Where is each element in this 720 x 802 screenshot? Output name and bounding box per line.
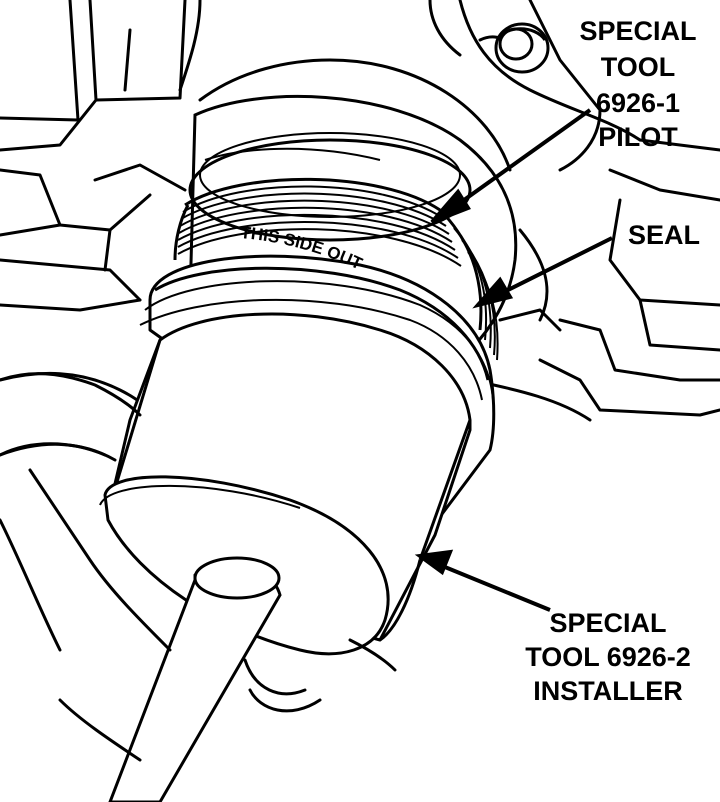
pilot-callout: SPECIAL TOOL 6926-1 PILOT: [579, 16, 696, 152]
pilot-arrow: [430, 108, 592, 224]
pilot-label-line-1: SPECIAL: [579, 16, 696, 46]
seal-ring: [173, 177, 499, 361]
leader-arrows: [414, 108, 613, 612]
bolt-head: [494, 22, 550, 74]
installer-callout: SPECIAL TOOL 6926-2 INSTALLER: [525, 608, 691, 706]
hand: [0, 372, 397, 762]
installer-label-line-1: SPECIAL: [549, 608, 666, 638]
seal-arrow: [472, 236, 613, 309]
seal-label: SEAL: [628, 220, 700, 250]
installer-arrow: [414, 549, 551, 612]
pilot-label-line-3: 6926-1: [596, 88, 680, 118]
installer-label-line-3: INSTALLER: [533, 676, 683, 706]
transmission-housing: [0, 0, 720, 462]
driver-handle: [108, 556, 282, 802]
installer-tool: [99, 254, 496, 656]
pilot-label-line-4: PILOT: [598, 122, 678, 152]
pilot-label-line-2: TOOL: [601, 52, 676, 82]
installer-label-line-2: TOOL 6926-2: [525, 642, 691, 672]
